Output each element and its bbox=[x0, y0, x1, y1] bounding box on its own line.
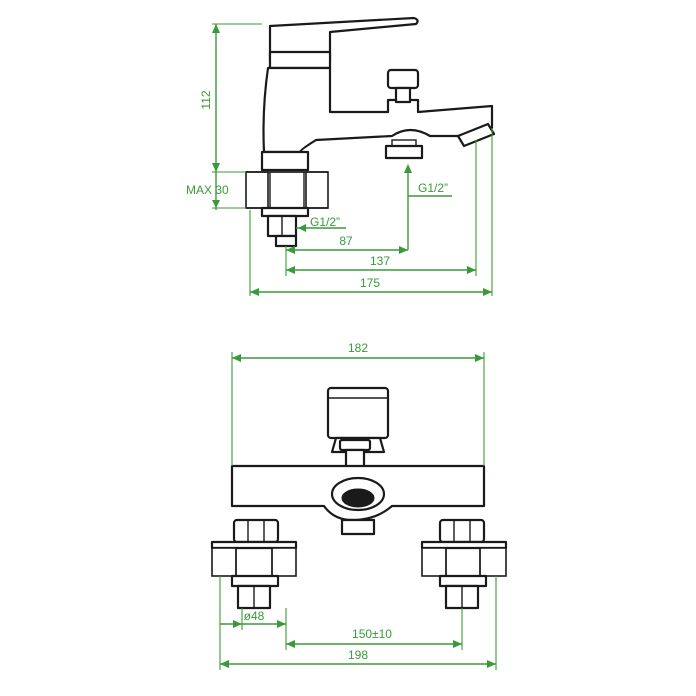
left-stone-b bbox=[271, 547, 297, 577]
side-view bbox=[245, 16, 496, 248]
dim-max30-text: MAX 30 bbox=[186, 183, 229, 197]
side-body bbox=[262, 66, 494, 154]
dim-175-text: 175 bbox=[360, 276, 380, 290]
dim-198-text: 198 bbox=[348, 648, 368, 662]
right-stone-b bbox=[479, 547, 507, 577]
dim-112-text: 112 bbox=[199, 90, 213, 109]
front-diverter bbox=[338, 438, 372, 452]
spout-tip bbox=[456, 122, 496, 148]
diverter-stem bbox=[394, 86, 412, 104]
outlet-thread-text: G1/2” bbox=[418, 181, 448, 195]
dim-87-text: 87 bbox=[339, 234, 353, 248]
right-stone-a bbox=[421, 547, 447, 577]
dim-diameter-text: ø48 bbox=[244, 609, 265, 623]
dim-137-text: 137 bbox=[370, 254, 390, 268]
inlet-thread-text: G1/2” bbox=[310, 215, 340, 229]
right-connector bbox=[420, 518, 508, 610]
left-stone-a bbox=[211, 547, 237, 577]
handle-cap bbox=[268, 50, 332, 70]
deck-stone-right bbox=[305, 171, 329, 209]
diverter-knob bbox=[386, 68, 420, 90]
dim-center-text: 150±10 bbox=[352, 627, 392, 641]
shower-outlet bbox=[384, 144, 424, 160]
deck-stone-left bbox=[245, 171, 269, 209]
dim-182-text: 182 bbox=[348, 341, 368, 355]
lock-nut bbox=[260, 206, 310, 218]
side-dimensions: 112 MAX 30 G1/2” G1/2” 87 137 bbox=[186, 23, 493, 296]
inlet-pipe bbox=[274, 234, 298, 248]
front-shower-outlet bbox=[340, 518, 376, 536]
front-handle bbox=[326, 386, 390, 440]
front-dimensions: 182 ø48 150±10 198 bbox=[219, 341, 497, 670]
base-ring bbox=[260, 150, 310, 172]
left-connector bbox=[210, 518, 298, 610]
front-view bbox=[210, 386, 508, 610]
